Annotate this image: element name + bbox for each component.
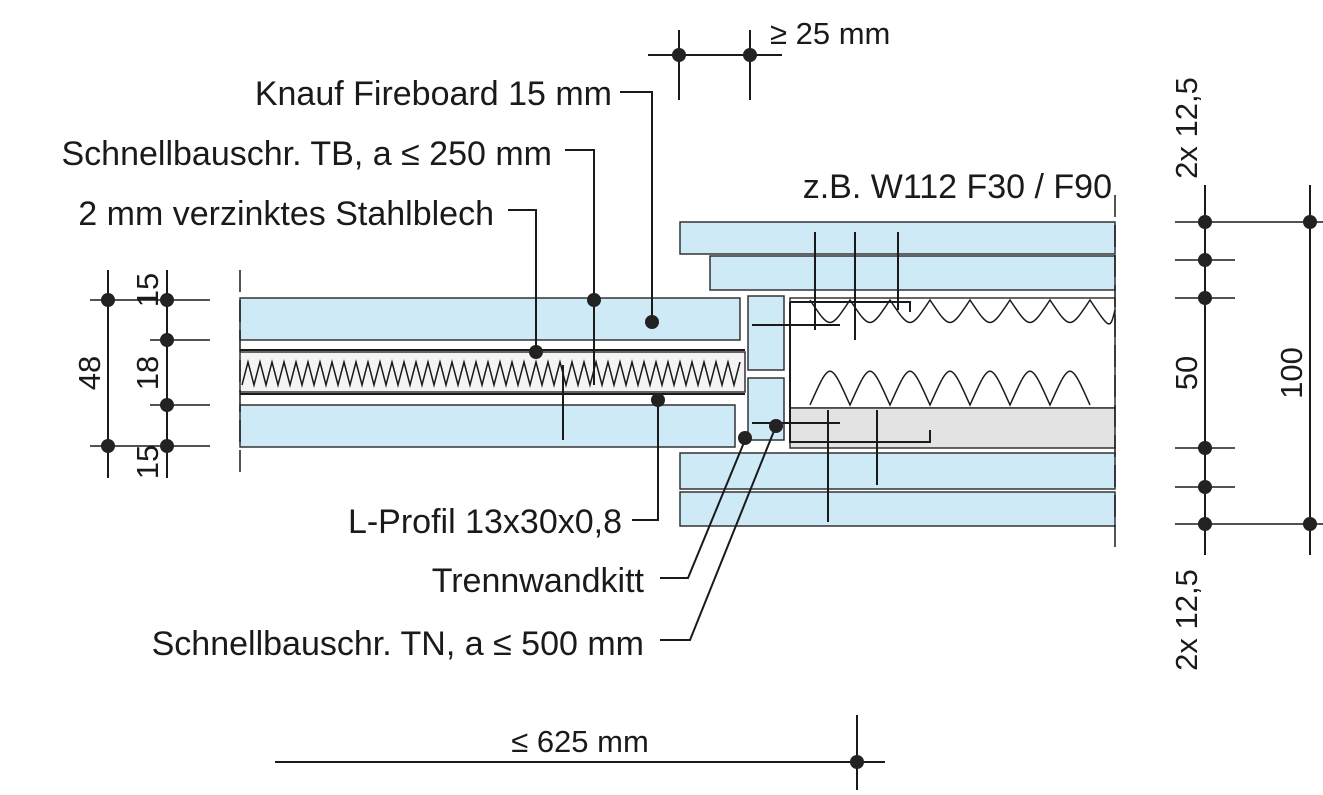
dim-text-right-bottom: 2x 12,5 <box>1169 569 1204 671</box>
dim-left <box>90 270 210 478</box>
dim-right-dot-5 <box>1198 441 1212 455</box>
dim-right-dot-1 <box>1198 215 1212 229</box>
panel-assembly <box>239 270 746 475</box>
dim-left-dot-6 <box>160 439 174 453</box>
label-knauf-fireboard: Knauf Fireboard 15 mm <box>255 75 612 113</box>
label-wall-example: z.B. W112 F30 / F90 <box>803 168 1112 206</box>
dim-text-right-top: 2x 12,5 <box>1169 77 1204 179</box>
dim-text-right-50: 50 <box>1169 356 1204 390</box>
leader-trennwandkitt <box>660 439 746 579</box>
dim-right <box>1175 185 1323 555</box>
cw-profile-top <box>790 301 911 312</box>
leader-screw-tb <box>565 149 595 300</box>
edge-strip-top <box>747 295 785 371</box>
dim-left-dot-3 <box>160 333 174 347</box>
leader-dot-trennwandkitt <box>738 431 752 445</box>
dim-top <box>648 30 782 100</box>
leader-screw-tn <box>660 425 777 641</box>
label-trennwandkitt: Trennwandkitt <box>432 562 645 600</box>
insulation <box>789 297 1116 409</box>
core-layer <box>239 351 746 393</box>
dim-text-min-25: ≥ 25 mm <box>770 16 890 51</box>
dim-right-dot-4 <box>1198 291 1212 305</box>
wall-board-2 <box>709 255 1116 291</box>
label-screw-tb: Schnellbauschr. TB, a ≤ 250 mm <box>62 135 553 173</box>
dim-right-dot-7 <box>1198 517 1212 531</box>
fireboard-bottom <box>239 404 736 448</box>
dim-bottom <box>275 715 885 790</box>
wall-assembly <box>679 195 1116 555</box>
dim-right-dot-8 <box>1303 517 1317 531</box>
insulation-hatch <box>809 298 1116 407</box>
leader-dot-screw-tn <box>769 419 783 433</box>
fireboard-top <box>239 297 741 341</box>
leader-steel <box>508 209 537 352</box>
dim-text-right-100: 100 <box>1274 347 1309 399</box>
wall-board-3 <box>679 452 1116 490</box>
dim-bottom-dot <box>850 755 864 769</box>
dim-left-dot-5 <box>101 439 115 453</box>
leader-dot-screw-tb <box>587 293 601 307</box>
dim-top-dot-2 <box>743 48 757 62</box>
label-steel-sheet: 2 mm verzinktes Stahlblech <box>78 195 494 233</box>
dim-text-left-48: 48 <box>72 356 107 390</box>
leaders <box>508 91 783 641</box>
wall-board-4 <box>679 491 1116 527</box>
dim-right-dot-3 <box>1198 253 1212 267</box>
dim-right-dot-6 <box>1198 480 1212 494</box>
leader-knauf <box>620 91 653 322</box>
leader-dot-knauf <box>645 315 659 329</box>
dim-left-dot-4 <box>160 398 174 412</box>
label-l-profile: L-Profil 13x30x0,8 <box>348 503 622 541</box>
dim-top-dot-1 <box>672 48 686 62</box>
dim-text-left-18: 18 <box>130 356 165 390</box>
cw-profile <box>789 302 931 443</box>
leader-l-profile <box>632 400 659 521</box>
dim-left-dot-2 <box>160 293 174 307</box>
dim-text-left-15-bottom: 15 <box>130 445 165 479</box>
dim-text-max-625: ≤ 625 mm <box>511 724 649 759</box>
label-screw-tn: Schnellbauschr. TN, a ≤ 500 mm <box>152 625 644 663</box>
leader-dot-steel <box>529 345 543 359</box>
dim-left-dot-1 <box>101 293 115 307</box>
core-hatch <box>241 359 741 388</box>
dim-text-left-15-top: 15 <box>130 273 165 307</box>
leader-dot-l-profile <box>651 393 665 407</box>
dim-right-dot-2 <box>1303 215 1317 229</box>
